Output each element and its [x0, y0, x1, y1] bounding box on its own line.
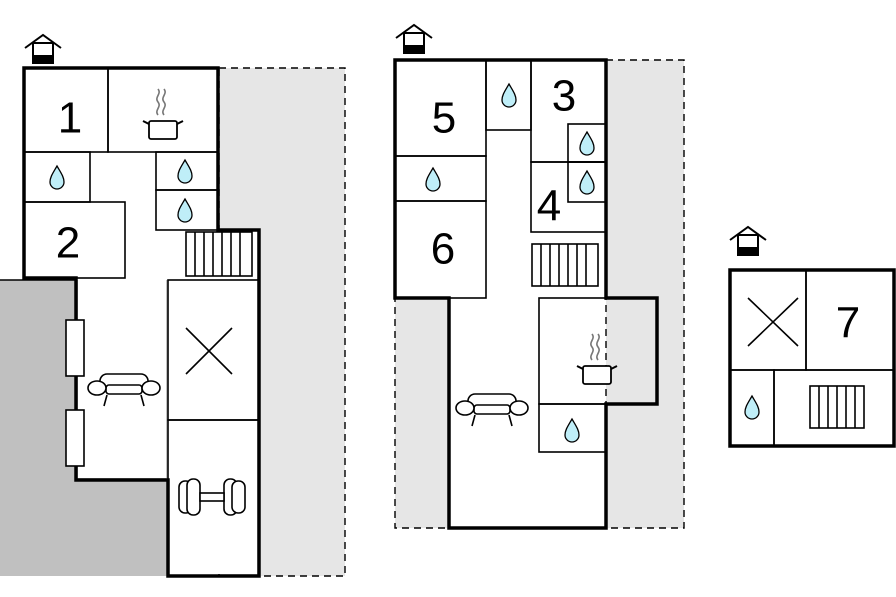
- water-drop-icon: [177, 198, 193, 223]
- window-icon: [65, 319, 85, 377]
- room-label: 7: [836, 299, 860, 348]
- floor-1: 1 2: [0, 34, 346, 578]
- water-drop-icon: [744, 395, 760, 420]
- cross-icon: [747, 297, 799, 347]
- water-drop-icon: [501, 83, 517, 108]
- room-label: 1: [58, 94, 82, 143]
- water-drop-icon: [177, 159, 193, 184]
- house-icon: [24, 34, 62, 64]
- water-drop-icon: [579, 131, 595, 156]
- room-label: 5: [432, 94, 456, 143]
- room-label: 2: [56, 219, 80, 268]
- water-drop-icon: [49, 165, 65, 190]
- water-drop-icon: [579, 170, 595, 195]
- house-icon: [395, 24, 433, 54]
- room-label: 3: [552, 72, 576, 121]
- floor-2: 5 3 4 6: [393, 24, 685, 530]
- cross-icon: [185, 327, 233, 375]
- water-drop-icon: [425, 167, 441, 192]
- outdoor-area: [394, 297, 450, 529]
- stairs-icon: [531, 243, 599, 287]
- room-label: 6: [431, 225, 455, 274]
- stairs-icon: [809, 385, 865, 429]
- outdoor-area: [605, 59, 685, 529]
- room-label: 4: [537, 182, 561, 231]
- cooking-pot-icon: [142, 88, 184, 140]
- floor-3: 7: [728, 226, 896, 448]
- window-icon: [65, 409, 85, 467]
- stairs-icon: [185, 231, 253, 277]
- house-icon: [729, 226, 767, 256]
